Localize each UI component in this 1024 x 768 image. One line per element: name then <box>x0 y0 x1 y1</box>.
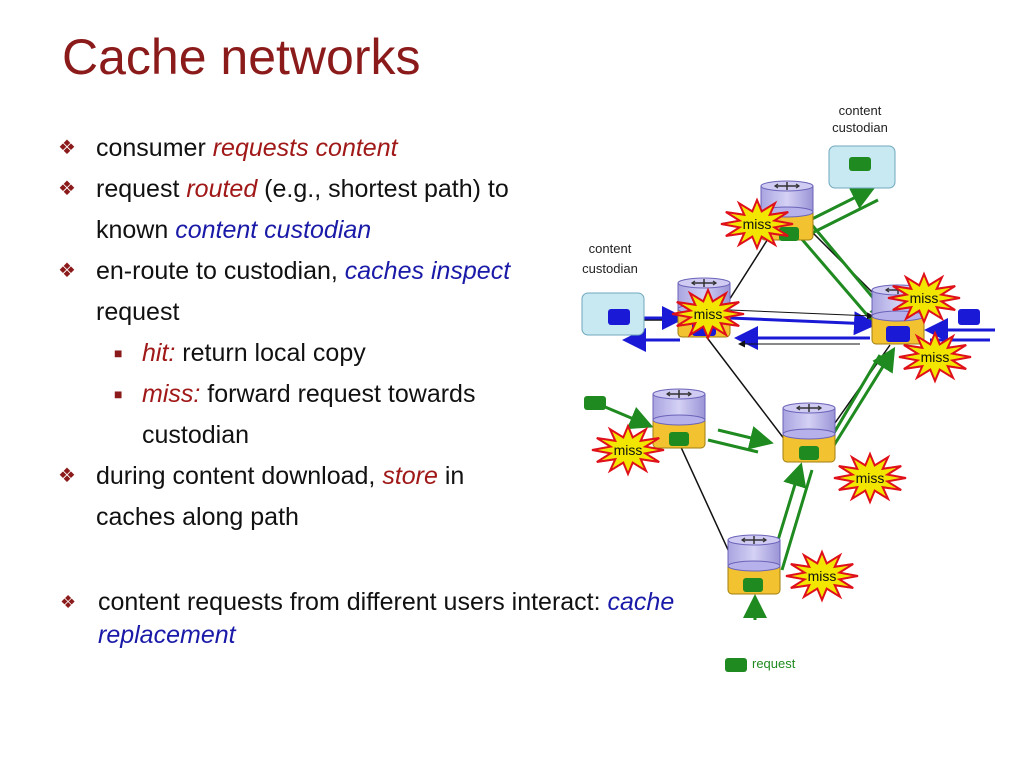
custodian-left-label-1: content <box>589 241 632 256</box>
diamond-bullet-icon: ❖ <box>58 178 76 200</box>
bullet-item: ❖ consumer requests content <box>58 128 618 169</box>
miss-label: miss <box>856 470 885 486</box>
diamond-bullet-icon: ❖ <box>58 465 76 487</box>
custodian-left-label-2: custodian <box>582 261 638 276</box>
miss-burst-icon <box>785 549 859 603</box>
bullet-emphasis: routed <box>186 175 258 203</box>
miss-label: miss <box>921 349 950 365</box>
bullet-emphasis: content custodian <box>175 216 372 244</box>
bullet-text: consumer <box>96 134 213 162</box>
bullet-item: ❖ request routed (e.g., shortest path) t… <box>58 169 516 251</box>
bullet-emphasis: cache replacement <box>98 588 675 649</box>
diamond-bullet-icon: ❖ <box>58 260 76 282</box>
miss-burst-icon <box>833 451 907 505</box>
miss-burst-icon <box>887 271 961 325</box>
diamond-bullet-icon: ❖ <box>58 137 76 159</box>
miss-label: miss <box>743 216 772 232</box>
miss-burst-icon <box>898 330 972 384</box>
request-paths <box>622 306 995 352</box>
diamond-bullet-icon: ❖ <box>60 592 77 612</box>
miss-burst-icon <box>671 287 745 341</box>
sub-bullet-emphasis: hit: <box>142 339 176 367</box>
miss-label: miss <box>694 306 723 322</box>
square-bullet-icon: ■ <box>114 386 123 402</box>
bullet-text: during content download, <box>96 462 383 490</box>
bullet-emphasis: requests content <box>212 134 398 162</box>
bullet-emphasis: store <box>382 462 438 490</box>
bullet-emphasis: caches inspect <box>344 257 511 285</box>
sub-bullet-emphasis: miss: <box>142 380 201 408</box>
miss-label: miss <box>614 442 643 458</box>
bullet-list: ❖ consumer requests content ❖ request ro… <box>58 128 618 538</box>
slide-title: Cache networks <box>62 29 421 85</box>
sub-bullet-text: return local copy <box>175 339 366 367</box>
custodian-top-label-1: content <box>839 103 882 118</box>
miss-burst-icon <box>720 197 794 251</box>
miss-label: miss <box>808 568 837 584</box>
bullet-item: ❖ during content download, store in cach… <box>58 456 516 538</box>
bullet-text: content requests from different users in… <box>98 588 608 616</box>
bullet-item-last: ❖ content requests from different users … <box>60 586 678 652</box>
sub-bullet-item: ■ miss: forward request towards custodia… <box>58 374 532 456</box>
bullet-text: en-route to custodian, <box>96 257 345 285</box>
bullet-item: ❖ en-route to custodian, caches inspect … <box>58 251 526 333</box>
miss-burst-icon <box>591 423 665 477</box>
request-content-block <box>725 658 747 672</box>
request-label: request <box>752 656 796 671</box>
bullet-text: (e.g., shortest path) to known <box>96 175 509 244</box>
sub-bullet-text: forward request towards custodian <box>142 380 476 449</box>
square-bullet-icon: ■ <box>114 345 123 361</box>
sub-bullet-item: ■ hit: return local copy <box>58 333 618 374</box>
miss-label: miss <box>910 290 939 306</box>
custodian-top-label-2: custodian <box>832 120 888 135</box>
miss-bursts: miss miss miss miss miss miss miss <box>591 197 972 603</box>
bullet-text: in caches along path <box>96 462 465 531</box>
bullet-text: request <box>96 298 180 326</box>
bullet-text: request <box>96 175 187 203</box>
